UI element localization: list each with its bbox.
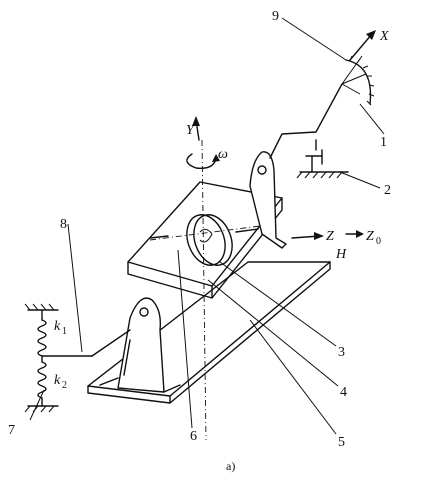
x-axis-line: [349, 33, 373, 61]
label-6: 6: [190, 429, 197, 444]
label-h: H: [335, 247, 347, 262]
label-2: 2: [384, 183, 391, 198]
leader-lines: [29, 17, 385, 435]
label-x-axis: X: [379, 29, 389, 44]
lower-pedestal: [99, 297, 181, 393]
label-8: 8: [60, 217, 67, 232]
label-1: 1: [380, 135, 387, 150]
damper: [296, 149, 349, 179]
label-z0: Z: [366, 229, 374, 244]
label-k1-sub: 1: [62, 326, 67, 337]
label-y-axis: Y: [186, 123, 196, 138]
label-z-axis: Z: [326, 229, 334, 244]
label-9: 9: [272, 9, 279, 24]
label-5: 5: [338, 435, 345, 450]
rotor: [186, 214, 233, 266]
x-axis-arrowhead: [366, 30, 376, 40]
label-k2: k: [54, 373, 61, 388]
spring-assembly: [24, 303, 131, 413]
label-omega: ω: [218, 147, 228, 162]
pointer-arm: [269, 55, 367, 159]
label-3: 3: [338, 345, 345, 360]
label-7: 7: [8, 423, 15, 438]
label-k1: k: [54, 319, 61, 334]
label-z0-sub: 0: [376, 236, 381, 247]
figure-caption: a): [226, 459, 235, 473]
label-4: 4: [340, 385, 347, 400]
omega-rotation-arrow: [186, 153, 220, 169]
label-k2-sub: 2: [62, 380, 67, 391]
y-axis-line: [201, 139, 207, 441]
inner-axis-line: [149, 225, 261, 241]
upper-bracket: [249, 151, 287, 249]
